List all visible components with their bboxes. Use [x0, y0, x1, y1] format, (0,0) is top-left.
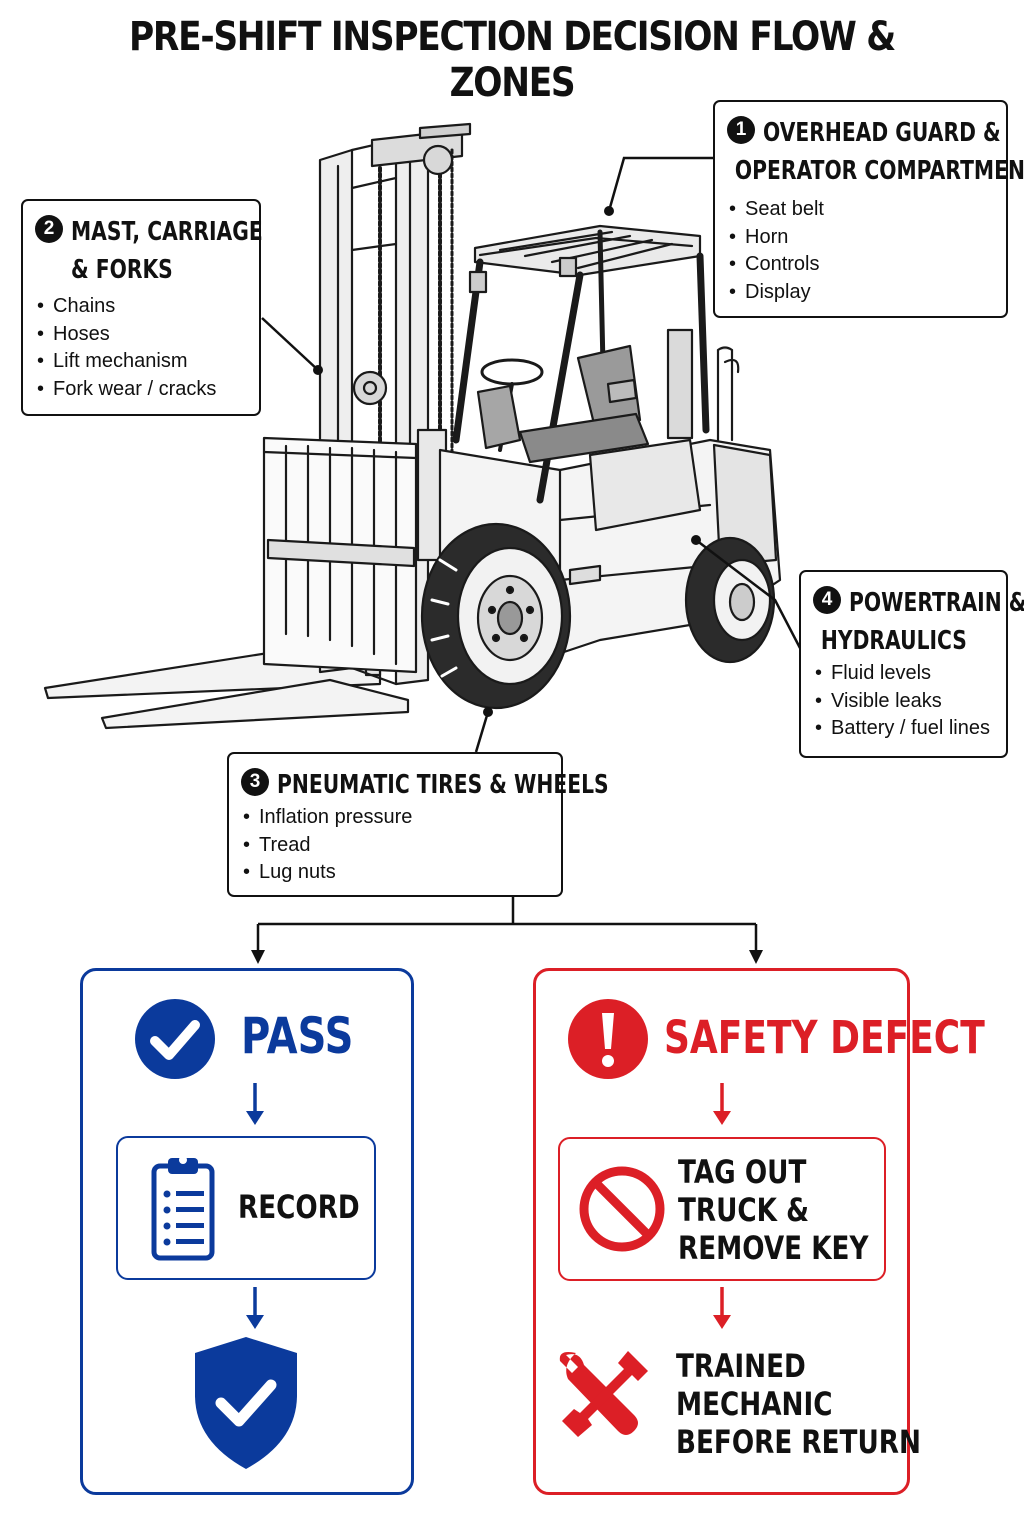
safety-defect-panel: SAFETY DEFECT TAG OUT TRUCK & REMOVE KEY… [533, 968, 985, 1495]
zone-pneumatic-tires: 3 PNEUMATIC TIRES & WHEELS Inflation pre… [227, 752, 609, 897]
checklist-item: Fluid levels [813, 660, 996, 688]
zone-powertrain-hydraulics: 4 POWERTRAIN & HYDRAULICS Fluid levels V… [799, 570, 1024, 758]
pass-panel: PASS RECORD [80, 968, 414, 1495]
checklist-item: Seat belt [727, 196, 996, 224]
zone-number-badge: 1 [727, 116, 755, 144]
record-label: RECORD [238, 1188, 360, 1226]
zone-number-badge: 2 [35, 215, 63, 243]
shield-check-icon [195, 1337, 297, 1469]
checklist-item: Hoses [35, 321, 249, 349]
zone-overhead-guard: 1 OVERHEAD GUARD & OPERATOR COMPARTMENT … [713, 100, 1024, 318]
arrow-down-icon [246, 1287, 264, 1329]
zone-title: OVERHEAD GUARD & OPERATOR COMPARTMENT [734, 118, 1024, 186]
zone-title: POWERTRAIN & HYDRAULICS [820, 588, 1024, 656]
page-title: PRE-SHIFT INSPECTION DECISION FLOW & ZON… [129, 14, 896, 106]
zone-mast-carriage-forks: 2 MAST, CARRIAGE & FORKS Chains Hoses Li… [21, 199, 263, 416]
tag-out-label: TAG OUT TRUCK & REMOVE KEY [678, 1153, 869, 1267]
exclamation-circle-icon [568, 999, 648, 1079]
arrow-down-icon [246, 1083, 264, 1125]
checklist-item: Lug nuts [241, 859, 551, 887]
zone-number-badge: 3 [241, 768, 269, 796]
tag-out-step: TAG OUT TRUCK & REMOVE KEY [558, 1137, 886, 1281]
checklist-item: Chains [35, 293, 249, 321]
zone-title: PNEUMATIC TIRES & WHEELS [277, 770, 609, 800]
check-circle-icon [135, 999, 215, 1079]
zone-number-badge: 4 [813, 586, 841, 614]
wrench-screwdriver-icon [559, 1351, 648, 1437]
safety-defect-label: SAFETY DEFECT [664, 1011, 985, 1064]
arrow-down-icon [713, 1083, 731, 1125]
pass-label: PASS [241, 1007, 354, 1065]
prohibited-icon [579, 1166, 665, 1252]
checklist-item: Display [727, 279, 996, 307]
clipboard-icon [151, 1156, 215, 1261]
arrow-down-icon [713, 1287, 731, 1329]
checklist-item: Tread [241, 832, 551, 860]
checklist-item: Fork wear / cracks [35, 376, 249, 404]
checklist-item: Visible leaks [813, 688, 996, 716]
zone-title: MAST, CARRIAGE & FORKS [71, 217, 263, 285]
checklist-item: Inflation pressure [241, 804, 551, 832]
checklist-item: Lift mechanism [35, 348, 249, 376]
mechanic-label: TRAINED MECHANIC BEFORE RETURN [676, 1347, 921, 1461]
record-step: RECORD [116, 1136, 376, 1280]
checklist-item: Controls [727, 251, 996, 279]
checklist-item: Horn [727, 224, 996, 252]
checklist-item: Battery / fuel lines [813, 715, 996, 743]
